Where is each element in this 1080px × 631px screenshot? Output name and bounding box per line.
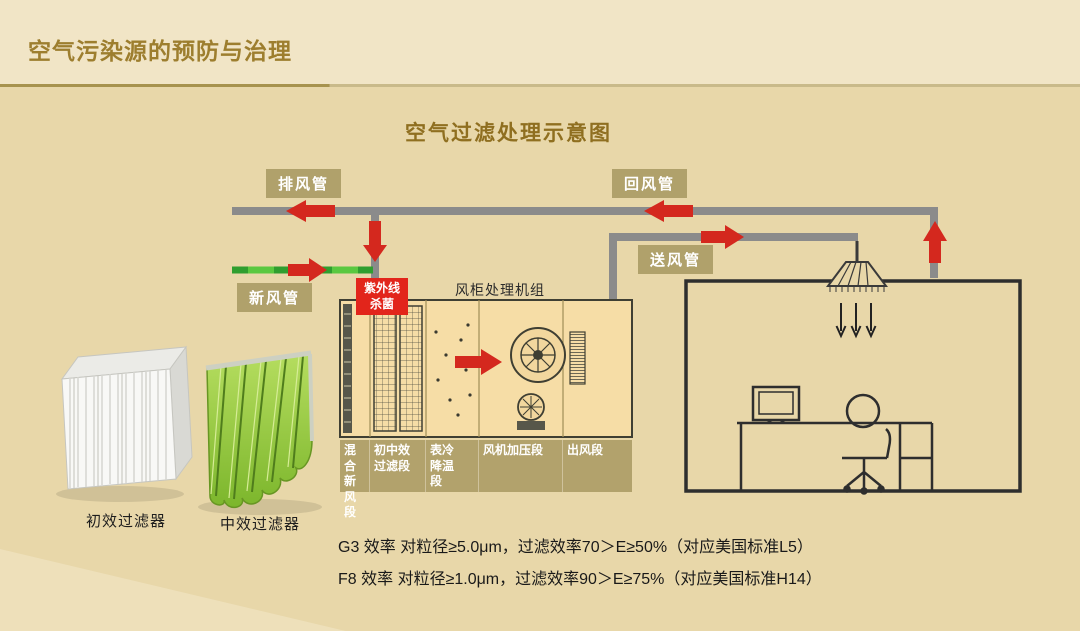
fresh-duct-label: 新风管: [237, 283, 313, 312]
header-divider: [0, 84, 1080, 87]
clean-room-outline: [684, 279, 1022, 493]
diagram-title: 空气过滤处理示意图: [405, 122, 612, 145]
fresh-intake-arrow-icon: [288, 258, 327, 282]
exhaust-flow-arrow-icon: [286, 200, 335, 222]
efficiency-note-f8: F8 效率 对粒径≥1.0μm，过滤效率90＞E≥75%（对应美国标准H14）: [338, 571, 822, 588]
flow-arrows: [286, 200, 947, 375]
efficiency-note-g3: G3 效率 对粒径≥5.0μm，过滤效率70＞E≥50%（对应美国标准L5）: [338, 539, 813, 556]
fan-icon: [510, 327, 566, 430]
airflow-down-arrows-icon: [835, 303, 877, 339]
ahu-section-row: 混合 新风 段 初中效 过滤段 表冷 降温 段 风机加压段 出风段: [340, 440, 632, 519]
header-band: [0, 0, 1080, 84]
primary-filter-image: [56, 345, 193, 502]
return-duct-label: 回风管: [612, 169, 688, 198]
uv-sterilization-badge: 紫外线 杀菌: [356, 278, 408, 316]
room-return-up-arrow-icon: [923, 221, 947, 263]
fresh-down-arrow-icon: [363, 221, 387, 262]
return-flow-arrow-icon: [644, 200, 693, 222]
ahu-title: 风柜处理机组: [455, 282, 545, 298]
ahu-section-cooling: 表冷 降温 段: [426, 440, 479, 492]
page-title: 空气污染源的预防与治理: [28, 38, 292, 64]
supply-flow-arrow-icon: [701, 225, 744, 249]
ahu-section-outlet: 出风段: [563, 440, 632, 492]
cooling-coil-dots: [434, 323, 472, 417]
supply-duct-label: 送风管: [638, 245, 714, 274]
ahu-section-filter: 初中效 过滤段: [370, 440, 426, 492]
ahu-internal-arrow-icon: [455, 349, 502, 375]
outlet-grille: [569, 331, 586, 385]
medium-filter-image: [198, 350, 322, 515]
ceiling-diffuser: [826, 241, 888, 292]
ahu-section-fan: 风机加压段: [479, 440, 563, 492]
primary-filter-caption: 初效过滤器: [86, 513, 167, 530]
room-furniture: [737, 385, 934, 495]
exhaust-duct-label: 排风管: [266, 169, 342, 198]
medium-filter-caption: 中效过滤器: [220, 516, 301, 533]
ahu-section-mixing: 混合 新风 段: [340, 440, 370, 519]
